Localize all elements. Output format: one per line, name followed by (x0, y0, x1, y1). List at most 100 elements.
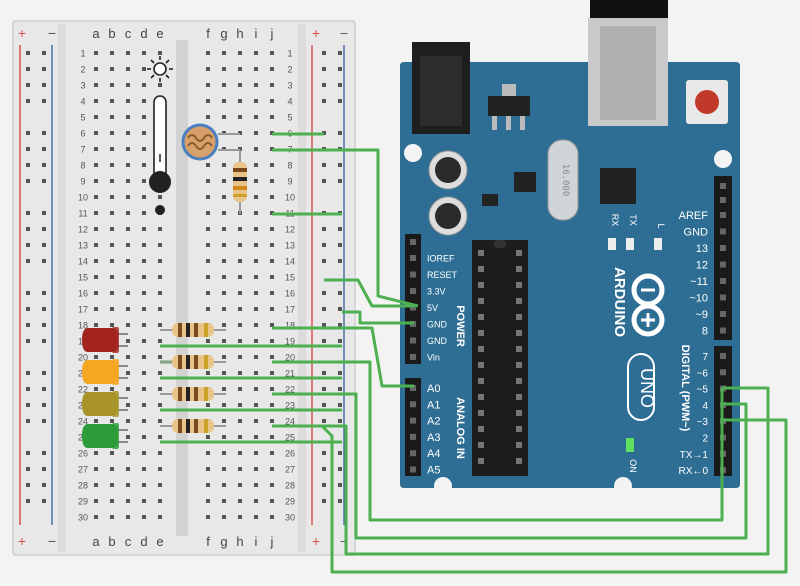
breadboard-hole (270, 195, 274, 199)
rail-hole (26, 163, 30, 167)
breadboard-hole (238, 339, 242, 343)
row-number: 10 (78, 193, 88, 203)
header-pin[interactable] (410, 401, 416, 408)
tx-led-label: TX (628, 214, 638, 226)
breadboard-hole (158, 259, 162, 263)
rail-hole (322, 307, 326, 311)
rail-hole (42, 307, 46, 311)
resistor-horizontal[interactable] (172, 355, 214, 369)
breadboard-hole (94, 451, 98, 455)
led[interactable] (82, 360, 118, 384)
breadboard-hole (254, 99, 258, 103)
breadboard-hole (270, 163, 274, 167)
resistor-horizontal[interactable] (172, 419, 214, 433)
row-number: 3 (80, 81, 85, 91)
header-pin[interactable] (720, 197, 726, 203)
mcu-pin (478, 346, 484, 352)
header-pin[interactable] (410, 337, 416, 344)
breadboard-hole (222, 67, 226, 71)
mcu-pin (516, 250, 522, 256)
header-pin[interactable] (410, 239, 416, 245)
header-pin[interactable] (410, 466, 416, 473)
resistor-horizontal[interactable] (172, 387, 214, 401)
resistor-band (233, 194, 247, 197)
header-pin[interactable] (720, 261, 726, 268)
digital-pin-label: 2 (702, 434, 708, 445)
crystal-oscillator (547, 139, 579, 221)
header-pin[interactable] (410, 385, 416, 391)
breadboard-hole (254, 179, 258, 183)
breadboard-hole (94, 211, 98, 215)
wire-ldr-to-a0[interactable] (272, 148, 419, 308)
rail-hole (338, 243, 342, 247)
wire-led-to-d4[interactable] (272, 392, 748, 540)
header-pin[interactable] (410, 271, 416, 278)
header-pin[interactable] (720, 294, 726, 301)
rail-hole (338, 51, 342, 55)
header-pin[interactable] (410, 417, 416, 424)
wire-gnd-to-rail[interactable] (342, 310, 414, 325)
header-pin[interactable] (720, 353, 726, 359)
header-pin[interactable] (410, 354, 416, 360)
header-pin[interactable] (410, 433, 416, 440)
breadboard-hole (206, 259, 210, 263)
breadboard-hole (110, 515, 114, 519)
breadboard-hole (94, 483, 98, 487)
breadboard-hole (270, 435, 274, 439)
column-letter: a (92, 26, 100, 41)
wire-sensor-to-a0[interactable] (272, 326, 414, 388)
reset-button[interactable] (695, 90, 719, 114)
wire-led-to-d2[interactable] (272, 418, 788, 574)
rail-hole (42, 451, 46, 455)
led[interactable] (82, 392, 118, 416)
wire-5v-to-rail[interactable] (324, 278, 414, 308)
header-pin[interactable] (720, 228, 726, 235)
rail-minus-label: − (48, 533, 56, 549)
breadboard-hole (158, 515, 162, 519)
led[interactable] (82, 424, 118, 448)
breadboard-hole (142, 515, 146, 519)
mcu-pin (478, 282, 484, 288)
rail-hole (322, 83, 326, 87)
led-rim (112, 327, 119, 353)
header-pin[interactable] (720, 327, 726, 334)
header-pin[interactable] (720, 311, 726, 317)
breadboard-hole (110, 131, 114, 135)
header-pin[interactable] (410, 288, 416, 294)
header-pin[interactable] (410, 450, 416, 457)
rx-led (608, 238, 616, 250)
header-pin[interactable] (720, 245, 726, 251)
resistor-band (186, 323, 190, 337)
breadboard-hole (238, 275, 242, 279)
breadboard-hole (222, 355, 226, 359)
header-pin[interactable] (410, 255, 416, 261)
light-slider-knob[interactable] (149, 171, 171, 193)
breadboard-hole (126, 99, 130, 103)
breadboard-hole (238, 483, 242, 487)
breadboard-hole (158, 339, 162, 343)
breadboard-hole (206, 403, 210, 407)
light-source-icon (147, 56, 173, 82)
arduino-logo (631, 273, 665, 337)
breadboard-hole (142, 483, 146, 487)
breadboard-hole (254, 499, 258, 503)
mcu-pin (516, 410, 522, 416)
header-pin[interactable] (720, 369, 726, 376)
breadboard-hole (142, 147, 146, 151)
resistor-horizontal[interactable] (172, 323, 214, 337)
breadboard-hole (126, 339, 130, 343)
column-letter: b (108, 534, 115, 549)
light-slider-track[interactable] (153, 95, 167, 179)
header-pin[interactable] (720, 183, 726, 189)
breadboard-hole (94, 163, 98, 167)
led[interactable] (82, 328, 118, 352)
row-number: 18 (285, 321, 295, 331)
wire-led-to-d5[interactable] (272, 360, 724, 522)
breadboard-hole (158, 403, 162, 407)
row-number: 22 (285, 385, 295, 395)
header-pin[interactable] (720, 212, 726, 218)
breadboard-hole (126, 163, 130, 167)
row-number: 22 (78, 385, 88, 395)
header-pin[interactable] (720, 278, 726, 284)
resistor-band (178, 323, 182, 337)
